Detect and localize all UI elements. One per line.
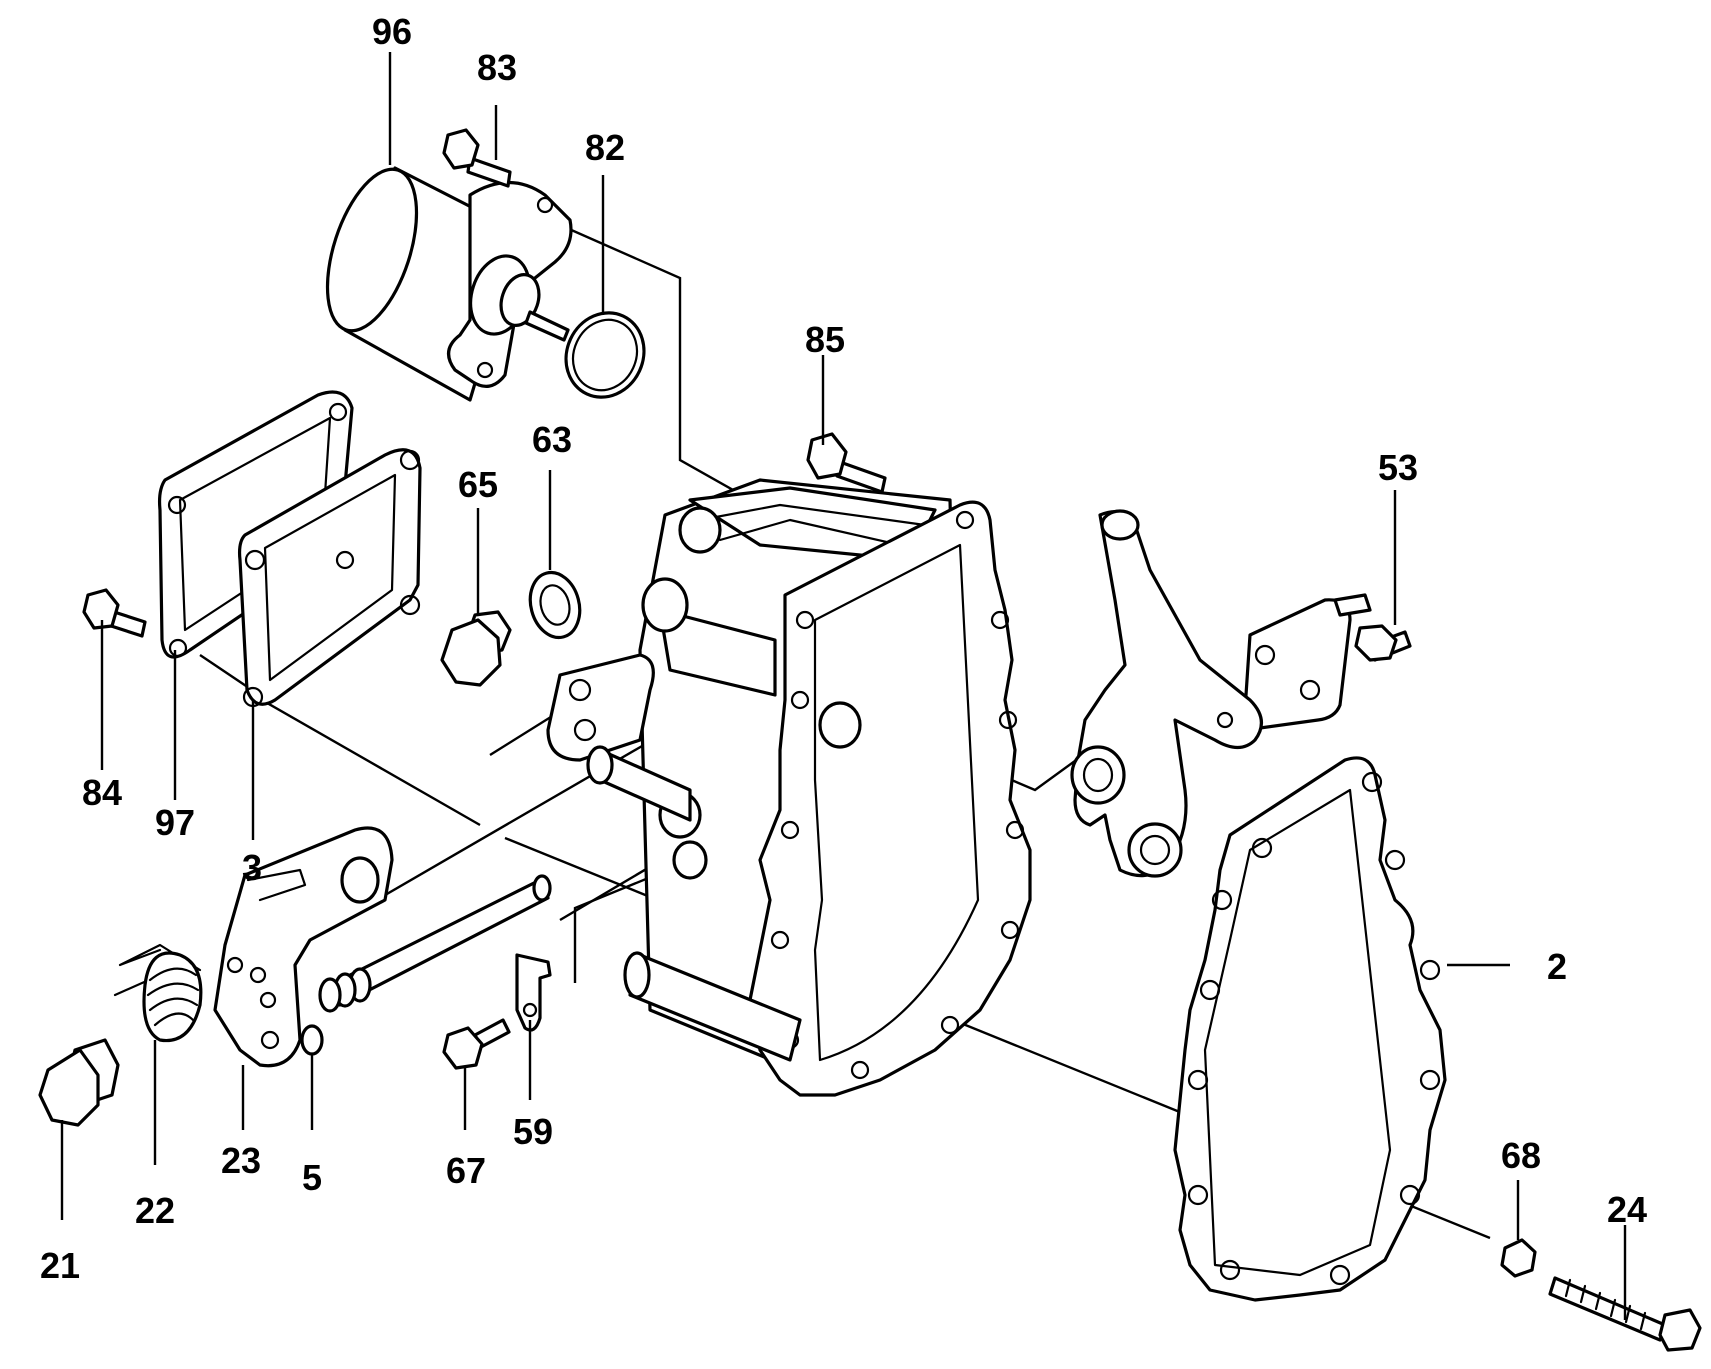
solenoid-part-96 <box>325 166 573 402</box>
label-82: 82 <box>585 127 625 168</box>
label-85: 85 <box>805 319 845 360</box>
label-5: 5 <box>302 1157 322 1198</box>
nut-part-68 <box>1500 1238 1537 1278</box>
bracket-part-53 <box>1243 593 1412 730</box>
gasket-part-97 <box>157 390 354 659</box>
bolt-part-84 <box>82 588 147 638</box>
label-68: 68 <box>1501 1135 1541 1176</box>
bolt-part-24 <box>1548 1276 1702 1352</box>
label-53: 53 <box>1378 447 1418 488</box>
governor-housing <box>546 478 1032 1097</box>
gasket-part-2 <box>1173 756 1447 1302</box>
bolt-part-83 <box>442 128 512 188</box>
label-3: 3 <box>242 847 262 888</box>
shaft-part-5 <box>300 874 552 1056</box>
label-24: 24 <box>1607 1189 1647 1230</box>
plug-part-21 <box>38 1038 120 1127</box>
clip-part-59 <box>515 953 552 1032</box>
o-ring-part-82 <box>564 311 646 399</box>
label-67: 67 <box>446 1150 486 1191</box>
label-21: 21 <box>40 1245 80 1286</box>
label-leaders <box>60 52 1627 1320</box>
label-83: 83 <box>477 47 517 88</box>
bolt-part-67 <box>442 1018 511 1070</box>
governor-lever <box>1070 509 1263 878</box>
label-96: 96 <box>372 11 412 52</box>
washer-part-63 <box>528 570 582 640</box>
label-23: 23 <box>221 1140 261 1181</box>
bolt-part-85 <box>806 432 887 494</box>
o-ring-part-5 <box>300 1024 324 1056</box>
label-65: 65 <box>458 464 498 505</box>
label-22: 22 <box>135 1190 175 1231</box>
lever-part-23 <box>213 826 394 1068</box>
cover-plate-part-3 <box>237 448 422 708</box>
spring-part-22 <box>113 943 203 1043</box>
label-63: 63 <box>532 419 572 460</box>
label-84: 84 <box>82 772 122 813</box>
plug-part-65 <box>440 610 512 687</box>
part-labels: 96 83 82 85 63 65 53 84 97 3 2 23 5 67 5… <box>40 11 1647 1286</box>
label-97: 97 <box>155 802 195 843</box>
label-59: 59 <box>513 1111 553 1152</box>
label-2: 2 <box>1547 946 1567 987</box>
